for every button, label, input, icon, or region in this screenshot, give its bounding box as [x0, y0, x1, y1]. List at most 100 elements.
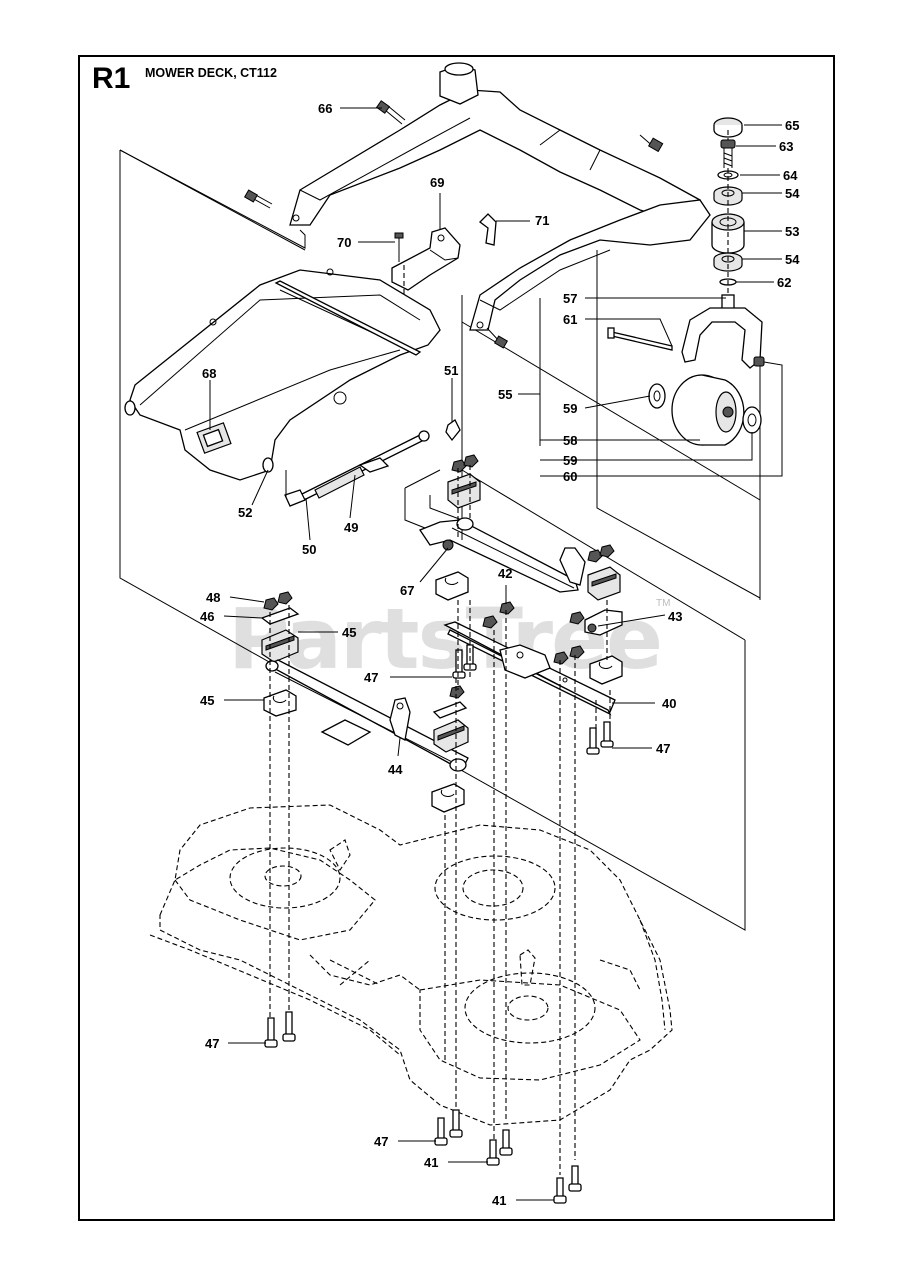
right-group-outline	[404, 250, 761, 600]
diagram-frame	[78, 55, 835, 1221]
callout-46: 46	[200, 609, 214, 624]
bracket-69	[391, 227, 461, 291]
nut-48	[263, 597, 279, 611]
callout-47-b: 47	[656, 741, 670, 756]
callout-51: 51	[444, 363, 458, 378]
bolt-right-frame	[639, 134, 664, 153]
bolt-47-bottom-left-a	[264, 1017, 278, 1048]
callout-43: 43	[668, 609, 682, 624]
clip-51	[445, 419, 461, 442]
watermark-tm: TM	[656, 598, 671, 609]
arm-43	[559, 547, 623, 636]
caster-nut-62b	[753, 356, 765, 367]
callout-59-a: 59	[563, 401, 577, 416]
pin-70	[394, 232, 404, 262]
caster-spindle-53	[711, 213, 745, 254]
callout-42: 42	[498, 566, 512, 581]
nut-right-2	[599, 544, 615, 558]
left-assembly-outline	[119, 149, 306, 249]
assembly-lines	[269, 130, 729, 1175]
front-bar-40	[443, 621, 616, 716]
callout-47-c: 47	[205, 1036, 219, 1051]
nut-mid-1	[482, 615, 498, 629]
callout-41-b: 41	[492, 1193, 506, 1208]
bolt-frame-lower	[486, 327, 509, 349]
caster-wheel-58	[671, 374, 745, 446]
callout-49: 49	[344, 520, 358, 535]
bolt-41-right-b	[568, 1165, 582, 1192]
callout-54-top: 54	[785, 186, 800, 201]
callout-70: 70	[337, 235, 351, 250]
nut-48b	[277, 591, 293, 605]
callout-48: 48	[206, 590, 220, 605]
callout-53: 53	[785, 224, 799, 239]
bolt-left-frame	[243, 189, 273, 209]
callout-60: 60	[563, 469, 577, 484]
nut-top-1	[451, 459, 467, 473]
callout-47-d: 47	[374, 1134, 388, 1149]
nut-43	[569, 611, 585, 625]
callout-68: 68	[202, 366, 216, 381]
callout-71: 71	[535, 213, 549, 228]
bolt-47-bottom-mid-a	[434, 1117, 448, 1146]
bolt-66	[375, 100, 406, 125]
hanger-block-center-lower	[431, 783, 465, 813]
callout-66: 66	[318, 101, 332, 116]
callout-58: 58	[563, 433, 577, 448]
callout-44: 44	[388, 762, 403, 777]
callout-45-b: 45	[200, 693, 214, 708]
callout-labels: 66 65 63 64 54 69 71 70 53 54 62 57 61 5…	[200, 101, 800, 1208]
mower-deck-dashed	[149, 804, 673, 1126]
callout-69: 69	[430, 175, 444, 190]
callout-61: 61	[563, 312, 577, 327]
axle-bolt-61	[607, 327, 673, 351]
caster-hub-59-left	[648, 383, 666, 409]
plate-46	[260, 607, 300, 625]
callout-65: 65	[785, 118, 799, 133]
callout-59-b: 59	[563, 453, 577, 468]
hanger-block-45-upper	[261, 629, 299, 663]
nut-mid-3	[569, 645, 585, 659]
hanger-block-mid-lower	[435, 571, 469, 601]
callout-40: 40	[662, 696, 676, 711]
callout-57: 57	[563, 291, 577, 306]
pivot-shaft-67	[419, 517, 579, 593]
hanger-block-45-lower	[263, 689, 297, 717]
callout-64: 64	[783, 168, 798, 183]
callout-50: 50	[302, 542, 316, 557]
bolt-41-right-a	[553, 1177, 567, 1204]
caster-hub-59-right	[742, 406, 762, 434]
bolt-47-right	[586, 721, 614, 755]
clip-71	[479, 213, 497, 246]
callout-54-bottom: 54	[785, 252, 800, 267]
callout-63: 63	[779, 139, 793, 154]
hanger-block-right-upper	[587, 566, 621, 601]
callout-52: 52	[238, 505, 252, 520]
side-frame-part	[469, 199, 711, 331]
front-frame-part	[289, 62, 706, 226]
hanger-block-upper	[447, 473, 481, 509]
hanger-block-center-upper	[432, 685, 469, 753]
pedal-plate	[320, 719, 372, 746]
callout-45-a: 45	[342, 625, 356, 640]
callout-62: 62	[777, 275, 791, 290]
callout-47-a: 47	[364, 670, 378, 685]
caster-fork-57	[681, 294, 763, 369]
lift-assembly-68	[124, 268, 441, 481]
bolt-41-mid-b	[499, 1129, 513, 1156]
nut-mid-2	[553, 651, 569, 665]
lift-rod-49	[298, 430, 430, 501]
bolt-47-bottom-left-b	[282, 1011, 296, 1042]
nut-top-2	[463, 454, 479, 468]
page-title: MOWER DECK, CT112	[145, 66, 277, 80]
nut-42	[499, 601, 515, 615]
callout-41-a: 41	[424, 1155, 438, 1170]
rear-shaft-44	[265, 659, 469, 772]
leader-lines	[209, 107, 783, 1201]
bolt-47-center	[452, 644, 477, 679]
bolt-41-mid-a	[486, 1139, 500, 1166]
page-code: R1	[92, 62, 131, 95]
bolt-47-bottom-mid-b	[449, 1109, 463, 1138]
callout-67: 67	[400, 583, 414, 598]
